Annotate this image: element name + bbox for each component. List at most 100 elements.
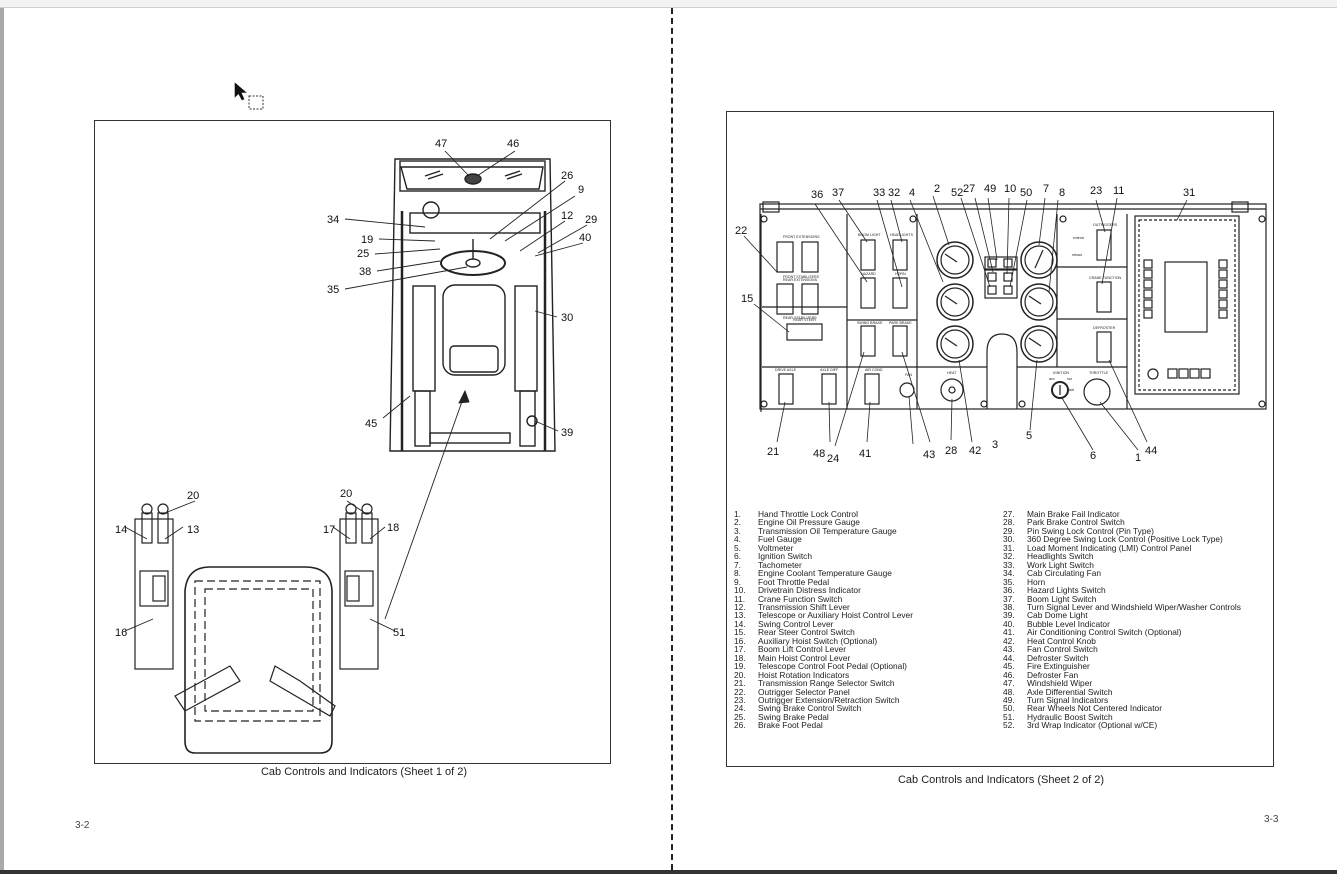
legend-item-number: 26. (734, 720, 746, 731)
label-hazard: HAZARD (861, 272, 876, 276)
legend-item: 1.Hand Throttle Lock Control (734, 509, 913, 519)
legend-item-text: Drivetrain Distress Indicator (758, 585, 861, 596)
callout-47: 47 (435, 138, 447, 150)
callout-33: 33 (873, 187, 885, 199)
legend-item-number: 25. (734, 711, 746, 722)
legend-item: 10.Drivetrain Distress Indicator (734, 585, 913, 596)
legend-item-text: Engine Oil Pressure Gauge (758, 517, 860, 528)
label-fan: FAN (905, 373, 912, 377)
callout-16: 16 (115, 627, 127, 639)
callout-20-right: 20 (340, 488, 352, 500)
legend-item: 9.Foot Throttle Pedal (734, 576, 913, 587)
callout-22: 22 (735, 225, 747, 237)
legend-item: 19.Telescope Control Foot Pedal (Optiona… (734, 661, 913, 672)
legend-item-text: Main Hoist Control Lever (758, 652, 851, 663)
legend-item: 14.Swing Control Lever (734, 618, 913, 629)
legend-item: 31.Load Moment Indicating (LMI) Control … (1003, 543, 1241, 552)
label-outriggers: OUTRIGGERS (1093, 223, 1118, 227)
callout-39: 39 (561, 427, 573, 439)
legend-item: 6.Ignition Switch (734, 551, 913, 562)
legend-item: 51.Hydraulic Boost Switch (1003, 712, 1241, 721)
callout-40: 40 (579, 232, 591, 244)
legend-item-number: 35. (1003, 576, 1015, 587)
legend-item: 43.Fan Control Switch (1003, 645, 1241, 654)
callout-34: 34 (327, 214, 339, 226)
callout-17: 17 (323, 524, 335, 536)
legend-item-number: 36. (1003, 585, 1015, 596)
label-ignition: IGNITION (1053, 371, 1069, 375)
legend-item-text: Transmission Shift Lever (758, 601, 850, 612)
callout-23: 23 (1090, 185, 1102, 197)
figure-frame-sheet-2: FRONT EXTENSIONS FRONT STABILIZERS REAR … (726, 111, 1274, 767)
label-run: run (1067, 377, 1072, 381)
legend-item-text: Crane Function Switch (758, 593, 843, 604)
callout-42: 42 (969, 445, 981, 457)
callout-44: 44 (1145, 445, 1157, 457)
legend-item-text: Turn Signal Lever and Windshield Wiper/W… (1027, 601, 1241, 612)
legend-item: 38.Turn Signal Lever and Windshield Wipe… (1003, 601, 1241, 612)
legend-item-text: Rear Steer Control Switch (758, 627, 855, 638)
label-front-stabilizers: FRONT STABILIZERS (783, 275, 820, 279)
callout-30: 30 (561, 312, 573, 324)
dashboard-top-callouts: 36 37 33 32 4 2 52 27 49 10 50 7 8 23 11… (811, 183, 1195, 201)
callout-2: 2 (934, 183, 940, 195)
legend-item-text: Horn (1027, 576, 1046, 587)
arrow-cursor-icon (234, 82, 264, 110)
legend-item-number: 29. (1003, 525, 1015, 536)
legend-item-text: Swing Control Lever (758, 618, 834, 629)
callout-1: 1 (1135, 452, 1141, 464)
legend-item: 18.Main Hoist Control Lever (734, 652, 913, 663)
legend-item: 8.Engine Coolant Temperature Gauge (734, 568, 913, 579)
legend-item-number: 44. (1003, 652, 1015, 663)
legend-item-text: Tachometer (758, 559, 802, 570)
legend-item-number: 46. (1003, 669, 1015, 680)
legend-item-text: Windshield Wiper (1027, 678, 1093, 689)
legend-item: 42.Heat Control Knob (1003, 636, 1241, 645)
legend-item-number: 15. (734, 627, 746, 638)
legend-item-text: Rear Wheels Not Centered Indicator (1027, 703, 1162, 714)
legend-item-number: 13. (734, 610, 746, 621)
legend-item-text: Swing Brake Pedal (758, 711, 829, 722)
label-air-cond: AIR COND (865, 368, 883, 372)
callout-31: 31 (1183, 187, 1195, 199)
legend-item-text: Brake Foot Pedal (758, 720, 823, 731)
label-heat: HEAT (947, 371, 957, 375)
panel-labels: FRONT EXTENSIONS FRONT STABILIZERS REAR … (775, 223, 1122, 392)
label-extend: extend (1073, 236, 1084, 240)
callout-29: 29 (585, 214, 597, 226)
legend-item-number: 40. (1003, 618, 1015, 629)
page-number-right: 3-3 (1264, 814, 1279, 825)
legend-item: 12.Transmission Shift Lever (734, 601, 913, 612)
legend-item-text: Defroster Fan (1027, 669, 1079, 680)
legend-item-text: Bubble Level Indicator (1027, 618, 1110, 629)
callout-38: 38 (359, 266, 371, 278)
legend-item: 29.Pin Swing Lock Control (Pin Type) (1003, 525, 1241, 536)
callout-18: 18 (387, 522, 399, 534)
callout-3: 3 (992, 439, 998, 451)
callout-49: 49 (984, 183, 996, 195)
legend-item-number: 52. (1003, 720, 1015, 731)
legend-item-text: Hand Throttle Lock Control (758, 509, 858, 519)
callout-46: 46 (507, 138, 519, 150)
legend-item-number: 21. (734, 678, 746, 689)
legend-item-text: Telescope Control Foot Pedal (Optional) (758, 661, 907, 672)
legend-item-number: 3. (734, 525, 741, 536)
legend-item-text: Transmission Range Selector Switch (758, 678, 895, 689)
legend-item: 25. Swing Brake Pedal (734, 711, 913, 722)
legend-item: 49.Turn Signal Indicators (1003, 696, 1241, 705)
label-retract: retract (1072, 253, 1082, 257)
callout-9: 9 (578, 184, 584, 196)
legend-item-text: Engine Coolant Temperature Gauge (758, 568, 892, 579)
callout-14: 14 (115, 524, 127, 536)
legend-item-number: 50. (1003, 703, 1015, 714)
legend-item-text: Foot Throttle Pedal (758, 576, 830, 587)
viewer-top-bar (0, 0, 1337, 8)
legend-item-number: 39. (1003, 610, 1015, 621)
legend-item-number: 6. (734, 551, 741, 562)
legend-item-text: Boom Lift Control Lever (758, 644, 846, 655)
legend-item-number: 27. (1003, 509, 1015, 519)
legend-item-number: 7. (734, 559, 741, 570)
legend-item-text: Hazard Lights Switch (1027, 585, 1106, 596)
legend-item: 2.Engine Oil Pressure Gauge (734, 517, 913, 528)
legend-item: 36. Hazard Lights Switch (1003, 585, 1241, 596)
